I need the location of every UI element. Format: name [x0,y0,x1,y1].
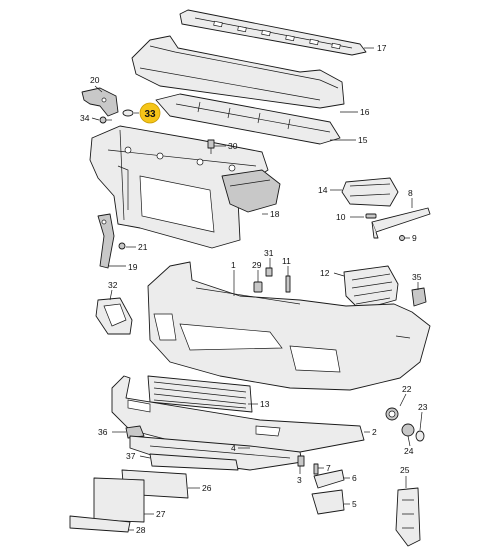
callout-19: 19 [128,262,138,272]
highlight-marker[interactable] [139,102,161,124]
callout-35: 35 [412,272,422,282]
part-front-carrier [89,125,269,249]
callout-5: 5 [352,499,357,509]
part-34-screw [99,116,112,124]
part-21-screw [118,242,126,250]
part-16-impact-beam [131,35,345,109]
callout-16: 16 [360,107,370,117]
part-28-strip [69,515,131,533]
part-37-support [149,453,239,471]
callout-28: 28 [136,525,146,535]
part-25-air-duct [395,487,421,547]
callout-15: 15 [358,135,368,145]
part-3-bolt [297,455,305,467]
callout-36: 36 [98,427,108,437]
callout-6: 6 [352,473,357,483]
part-4-lower-cover [129,435,303,471]
part-35-bracket [411,287,427,307]
part-8-bracket [371,207,431,239]
part-5-bracket [311,489,345,515]
callout-22: 22 [402,384,412,394]
callout-3: 3 [297,475,302,485]
callout-labels: 17 16 15 20 34 30 18 19 21 14 8 10 9 29 … [80,43,428,535]
callout-26: 26 [202,483,212,493]
callout-37: 37 [126,451,136,461]
highlighted-callout-33[interactable]: 33 [139,102,161,124]
part-10-bolt [365,213,377,219]
callout-9: 9 [412,233,417,243]
callout-30: 30 [228,141,238,151]
callout-21: 21 [138,242,148,252]
callout-32: 32 [108,280,118,290]
callout-10: 10 [336,212,346,222]
callout-14: 14 [318,185,328,195]
part-12-side-grille [343,265,399,311]
callout-1: 1 [231,260,236,270]
callout-23: 23 [418,402,428,412]
part-27-plate [93,477,145,523]
part-20-bracket [81,87,119,117]
callout-11: 11 [282,256,291,266]
callout-4: 4 [231,443,236,453]
part-14-insert [341,177,399,207]
leader-lines [91,47,423,531]
callout-7: 7 [326,463,331,473]
callout-24: 24 [404,446,414,456]
part-19-side-bracket [97,213,115,269]
part-22-sensor [385,407,399,421]
part-11-bolt [285,275,291,293]
callout-34: 34 [80,113,90,123]
part-29-nut [253,281,263,293]
part-36-bracket [125,425,145,439]
part-33-clip [122,109,134,117]
callout-20: 20 [90,75,100,85]
part-24-sensor [401,423,415,437]
part-7-bolt [313,463,319,475]
part-15-absorber [155,93,341,145]
callout-17: 17 [377,43,387,53]
part-2-spoiler [111,375,365,453]
callout-8: 8 [408,188,413,198]
part-18-side-panel [221,169,281,213]
part-31-clip [265,267,273,277]
callout-29: 29 [252,260,262,270]
part-17-upper-strip [179,9,367,56]
callout-13: 13 [260,399,270,409]
part-6-bracket [313,469,345,489]
callout-25: 25 [400,465,410,475]
callout-27: 27 [156,509,166,519]
part-23-ring [415,430,425,442]
callout-31: 31 [264,248,274,258]
part-1-bumper-cover [147,261,431,391]
callout-18: 18 [270,209,280,219]
part-30-clip [207,139,215,154]
callout-33[interactable]: 33 [144,109,156,120]
callout-12: 12 [320,268,330,278]
part-32-lamp-frame [95,297,133,335]
callout-2: 2 [372,427,377,437]
part-9-screw [399,235,405,241]
part-13-lower-grille [147,375,253,413]
